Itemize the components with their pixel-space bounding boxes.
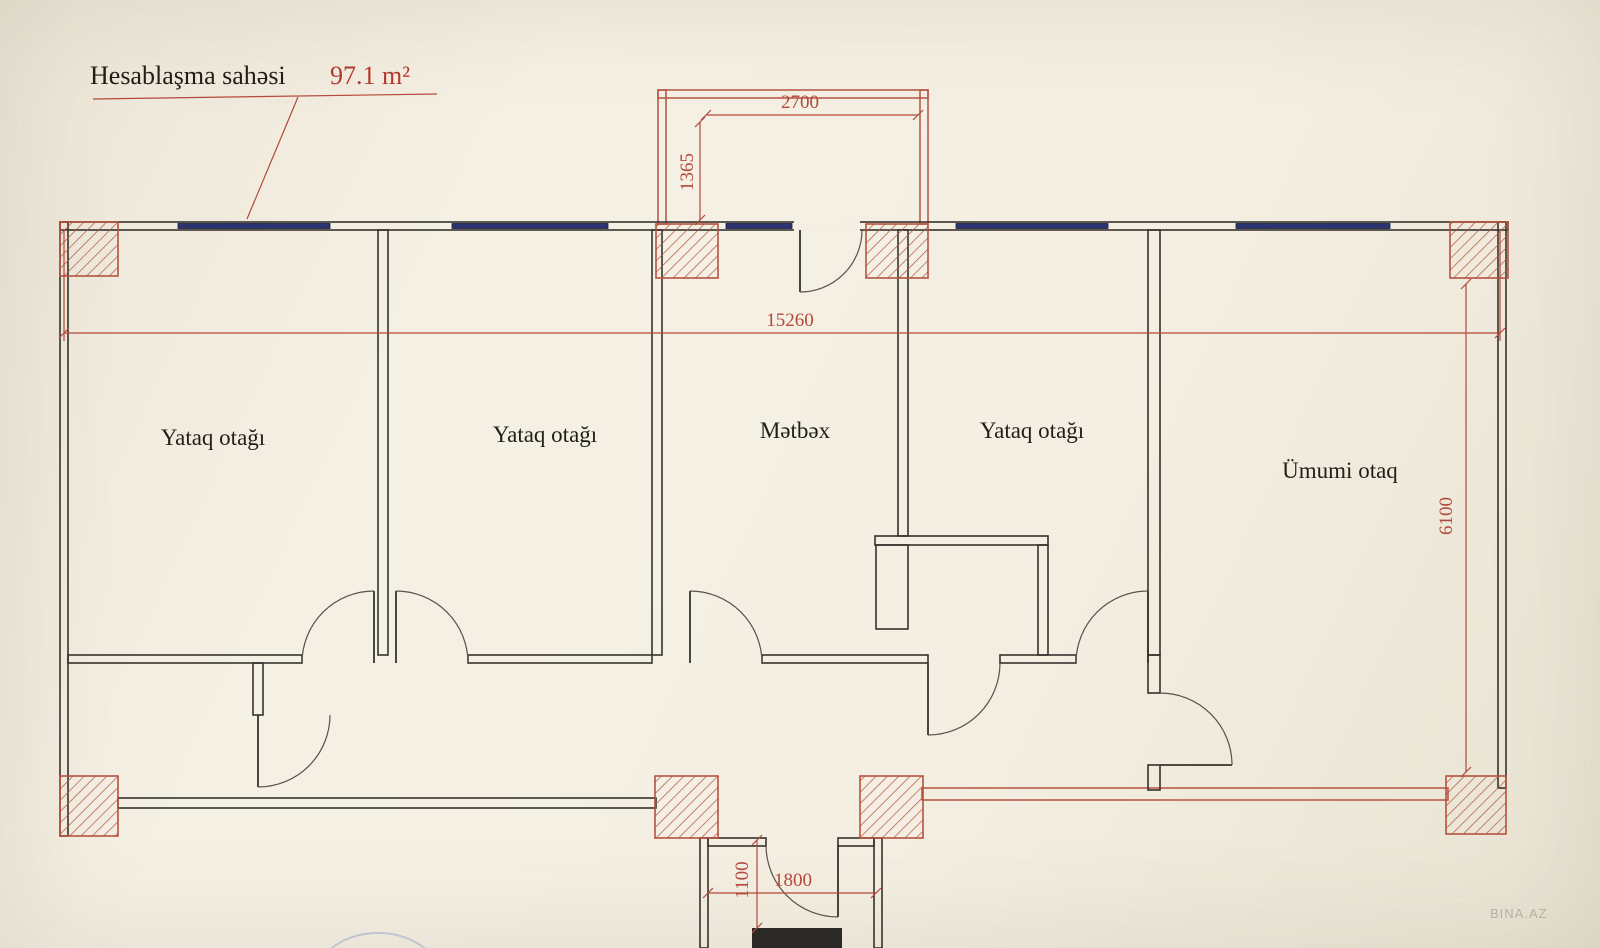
dimension-value: 1365 (677, 153, 698, 191)
bottom-wall-right (921, 787, 1449, 801)
watermark: BINA.AZ (1490, 906, 1548, 921)
stamp-arc (330, 932, 426, 948)
entry-threshold (752, 928, 842, 948)
door-hallway (257, 714, 331, 788)
dimension-tick (1460, 766, 1472, 778)
window-living (1235, 223, 1391, 229)
room-label-bedroom1: Yataq otağı (161, 425, 265, 450)
corridor-wall-2 (467, 654, 653, 664)
dimension-tick (751, 834, 763, 846)
wall-bedroom1-bedroom2 (377, 229, 389, 656)
wall-bedroom2-kitchen (651, 229, 663, 656)
column-entry-right (859, 775, 924, 839)
room-label-kitchen: Mətbəx (760, 418, 831, 443)
title-area-value: 97.1 m² (330, 61, 410, 90)
columns (59, 221, 1509, 839)
column-entry-left (654, 775, 719, 839)
dimension-tick (751, 922, 763, 934)
door-swing-arc (799, 229, 863, 293)
dimension-tick (1460, 278, 1472, 290)
corridor-wall-3 (761, 654, 929, 664)
dimension-tick (700, 109, 712, 121)
door-swing-arc (301, 590, 375, 664)
title-leader-line (246, 96, 299, 220)
door-swing-arc (395, 590, 469, 664)
dimension-tick (870, 887, 882, 899)
window-balcony (725, 223, 793, 229)
dimension-value: 1800 (774, 870, 812, 891)
entry-top-wall-left (707, 837, 767, 847)
entry-left-wall (699, 837, 709, 948)
door-bedroom2 (395, 590, 469, 664)
dimension-value: 15260 (766, 310, 814, 331)
dimension-tick (702, 887, 714, 899)
door-swing-arc (1159, 692, 1233, 766)
balcony-left-wall (657, 89, 667, 225)
door-kitchen (689, 590, 763, 664)
column-top-left (59, 221, 119, 277)
room-label-bedroom2: Yataq otağı (493, 422, 597, 447)
windows (177, 223, 1391, 229)
door-swing-arc (765, 844, 839, 918)
hall-stub-wall (252, 662, 264, 716)
column-balcony-right (865, 223, 929, 279)
column-bottom-left (59, 775, 119, 837)
dimension-1800: 1800 (702, 870, 882, 899)
column-balcony-left (655, 223, 719, 279)
interior-walls (67, 229, 1161, 791)
room-label-living: Ümumi otaq (1282, 458, 1398, 483)
door-bedroom1 (301, 590, 375, 664)
balcony-door-opening (794, 221, 860, 231)
corridor-wall-4 (999, 654, 1077, 664)
shaft-box (875, 544, 909, 630)
dimension-value: 1100 (732, 861, 753, 898)
entry-top-wall-right (837, 837, 875, 847)
balcony-right-wall (919, 89, 929, 225)
door-bedroom3 (1075, 590, 1149, 664)
title-label: Hesablaşma sahəsi (90, 61, 286, 90)
column-bottom-right (1445, 775, 1507, 835)
dimension-15260: 15260 (58, 230, 1506, 341)
dimension-1100: 1100 (732, 834, 763, 934)
wall-living-door-lower (1147, 764, 1161, 791)
doors (257, 229, 1233, 918)
door-bathroom (927, 662, 1001, 736)
dimension-tick (912, 109, 924, 121)
dimension-tick (58, 327, 70, 339)
dimension-1365: 1365 (677, 116, 706, 226)
room-labels: Yataq otağı Yataq otağı Mətbəx Yataq ota… (161, 418, 1398, 483)
window-bedroom3 (955, 223, 1109, 229)
right-wall (1497, 221, 1507, 789)
door-swing-arc (1075, 590, 1149, 664)
door-swing-arc (927, 662, 1001, 736)
dimension-value: 6100 (1436, 497, 1457, 535)
corridor-wall-1 (67, 654, 303, 664)
wall-bath-top (874, 535, 1049, 546)
title-underline (92, 93, 438, 100)
dimension-tick (1494, 327, 1506, 339)
door-entry (765, 844, 839, 918)
dimension-tick (694, 116, 706, 128)
title-block: Hesablaşma sahəsi 97.1 m² (90, 61, 438, 220)
dimension-value: 2700 (781, 92, 819, 113)
dimension-6100: 6100 (1436, 278, 1472, 778)
wall-living-door-upper (1147, 654, 1161, 694)
room-label-bedroom3: Yataq otağı (980, 418, 1084, 443)
wall-bath-right (1037, 544, 1049, 656)
bottom-wall-left (117, 797, 657, 809)
dimension-2700: 2700 (700, 92, 924, 121)
door-swing-arc (689, 590, 763, 664)
door-swing-arc (257, 714, 331, 788)
door-living-room (1159, 692, 1233, 766)
door-balcony (799, 229, 863, 293)
dimension-tick (694, 214, 706, 226)
wall-bedroom3-living (1147, 229, 1161, 656)
column-top-right (1449, 221, 1509, 279)
window-bedroom2 (451, 223, 609, 229)
window-bedroom1 (177, 223, 331, 229)
